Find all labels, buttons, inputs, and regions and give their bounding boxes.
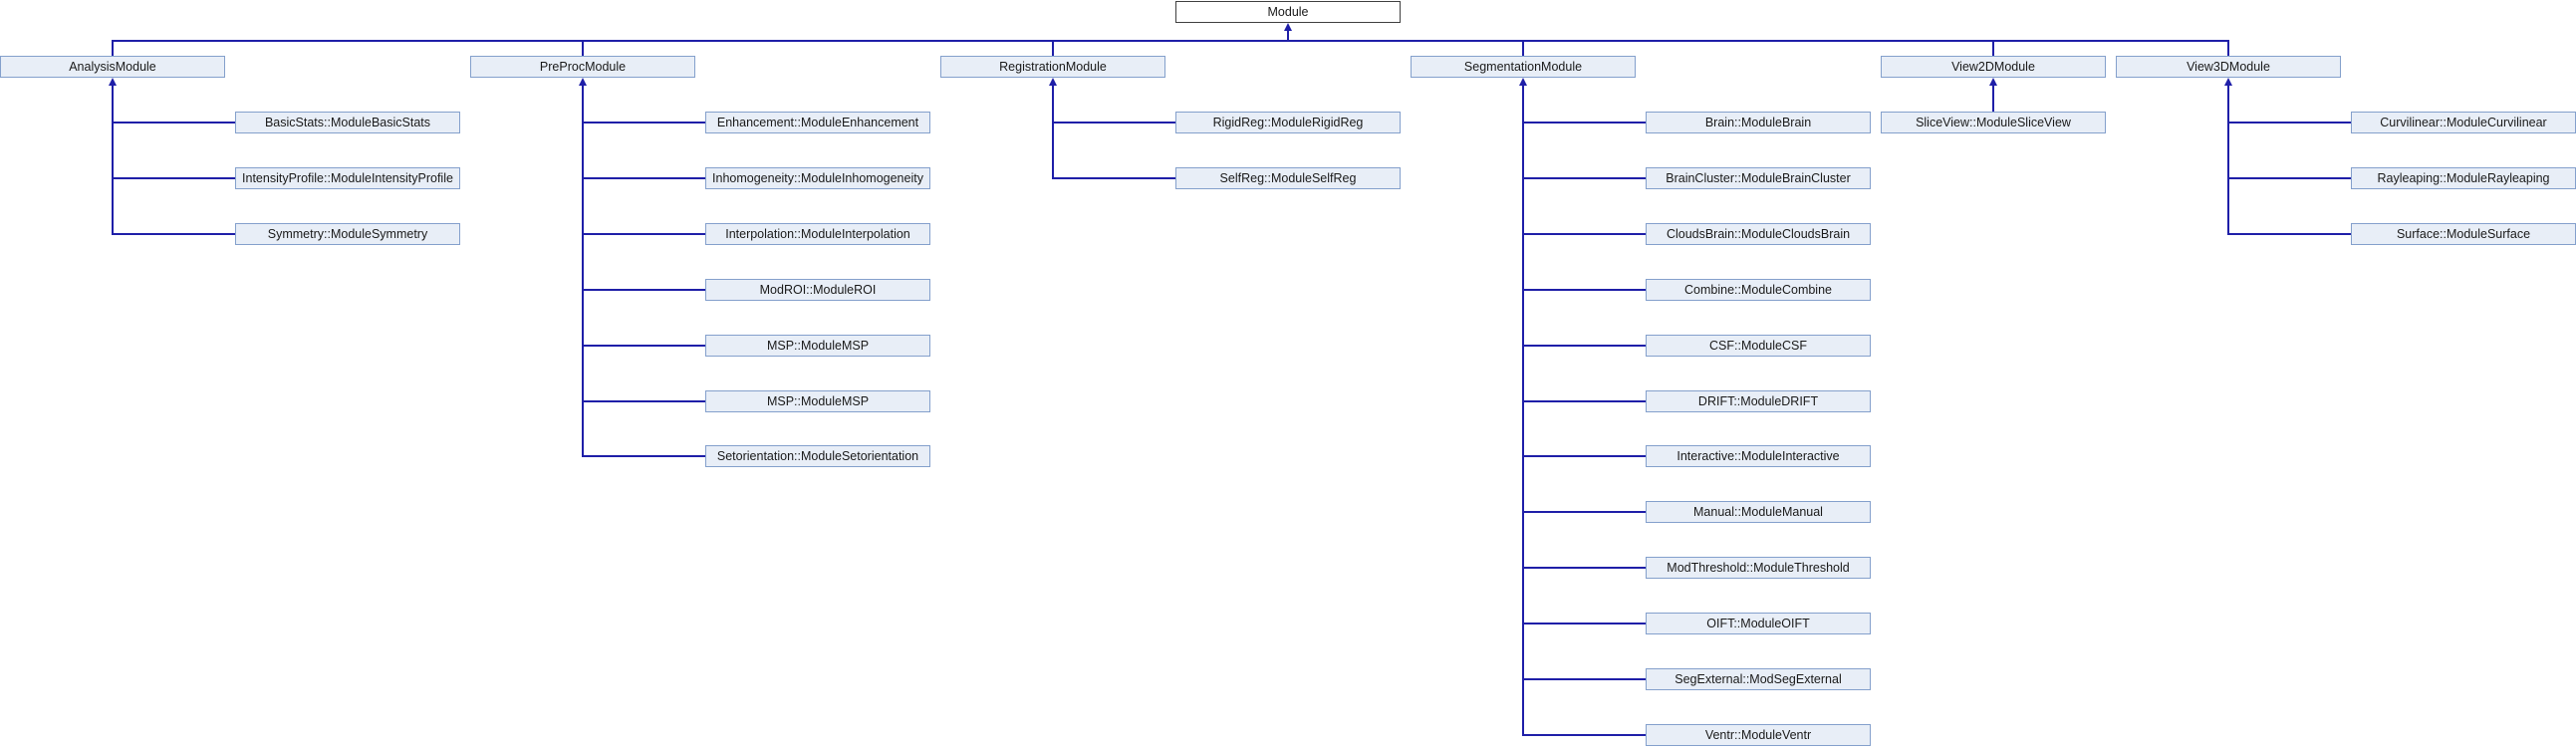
inheritance-edge [1052,122,1175,124]
node-interactive-module[interactable]: Interactive::ModuleInteractive [1646,445,1871,467]
inheritance-edge [2227,122,2351,124]
node-oift-module[interactable]: OIFT::ModuleOIFT [1646,613,1871,634]
node-segexternal-module[interactable]: SegExternal::ModSegExternal [1646,668,1871,690]
node-combine-module[interactable]: Combine::ModuleCombine [1646,279,1871,301]
node-brain-module[interactable]: Brain::ModuleBrain [1646,112,1871,133]
node-view2d-module[interactable]: View2DModule [1881,56,2106,78]
node-setorientation-module[interactable]: Setorientation::ModuleSetorientation [705,445,930,467]
inheritance-edge [582,233,705,235]
inheritance-edge [112,122,235,124]
inheritance-edge [1522,511,1646,513]
inheritance-edge [112,40,114,56]
node-modroi-module[interactable]: ModROI::ModuleROI [705,279,930,301]
node-basicstats-module[interactable]: BasicStats::ModuleBasicStats [235,112,460,133]
inheritance-arrowhead [1284,23,1292,31]
node-surface-module[interactable]: Surface::ModuleSurface [2351,223,2576,245]
node-segmentation-module[interactable]: SegmentationModule [1411,56,1636,78]
inheritance-edge [112,40,2228,42]
node-analysis-module[interactable]: AnalysisModule [0,56,225,78]
inheritance-edge [2227,233,2351,235]
inheritance-edge [2227,40,2229,56]
inheritance-edge [2227,177,2351,179]
inheritance-edge [2227,86,2229,235]
inheritance-arrowhead [2224,78,2232,86]
node-braincluster-module[interactable]: BrainCluster::ModuleBrainCluster [1646,167,1871,189]
node-curvilinear-module[interactable]: Curvilinear::ModuleCurvilinear [2351,112,2576,133]
inheritance-edge [1522,86,1524,736]
inheritance-arrowhead [1519,78,1527,86]
node-rayleaping-module[interactable]: Rayleaping::ModuleRayleaping [2351,167,2576,189]
inheritance-edge [582,455,705,457]
inheritance-edge [112,86,114,235]
inheritance-arrowhead [109,78,117,86]
node-intensityprofile-module[interactable]: IntensityProfile::ModuleIntensityProfile [235,167,460,189]
inheritance-edge [582,400,705,402]
node-cloudsbrain-module[interactable]: CloudsBrain::ModuleCloudsBrain [1646,223,1871,245]
inheritance-edge [1522,345,1646,347]
inheritance-edge [1992,86,1994,112]
inheritance-edge [1522,40,1524,56]
inheritance-edge [1522,233,1646,235]
inheritance-edge [1992,40,1994,56]
inheritance-edge [1052,86,1054,179]
inheritance-edge [582,345,705,347]
inheritance-edge [1522,623,1646,624]
inheritance-edge [1522,455,1646,457]
inheritance-edge [582,40,584,56]
node-enhancement-module[interactable]: Enhancement::ModuleEnhancement [705,112,930,133]
inheritance-arrowhead [1049,78,1057,86]
node-symmetry-module[interactable]: Symmetry::ModuleSymmetry [235,223,460,245]
node-msp-module[interactable]: MSP::ModuleMSP [705,390,930,412]
inheritance-edge [112,233,235,235]
inheritance-edge [582,122,705,124]
node-modthreshold-module[interactable]: ModThreshold::ModuleThreshold [1646,557,1871,579]
node-ventr-module[interactable]: Ventr::ModuleVentr [1646,724,1871,746]
inheritance-edge [1522,734,1646,736]
node-inhomogeneity-module[interactable]: Inhomogeneity::ModuleInhomogeneity [705,167,930,189]
node-sliceview-module[interactable]: SliceView::ModuleSliceView [1881,112,2106,133]
node-view3d-module[interactable]: View3DModule [2116,56,2341,78]
inheritance-edge [1052,40,1054,56]
inheritance-edge [582,289,705,291]
inheritance-edge [582,86,584,457]
inheritance-edge [1287,31,1289,40]
node-msp-module[interactable]: MSP::ModuleMSP [705,335,930,357]
node-rigidreg-module[interactable]: RigidReg::ModuleRigidReg [1175,112,1401,133]
node-selfreg-module[interactable]: SelfReg::ModuleSelfReg [1175,167,1401,189]
inheritance-edge [1522,289,1646,291]
inheritance-arrowhead [1989,78,1997,86]
inheritance-edge [1522,122,1646,124]
node-csf-module[interactable]: CSF::ModuleCSF [1646,335,1871,357]
node-manual-module[interactable]: Manual::ModuleManual [1646,501,1871,523]
inheritance-edge [1522,567,1646,569]
inheritance-edge [582,177,705,179]
node-preproc-module[interactable]: PreProcModule [470,56,695,78]
node-drift-module[interactable]: DRIFT::ModuleDRIFT [1646,390,1871,412]
inheritance-arrowhead [579,78,587,86]
inheritance-edge [1522,678,1646,680]
node-registration-module[interactable]: RegistrationModule [940,56,1165,78]
inheritance-edge [112,177,235,179]
inheritance-edge [1522,400,1646,402]
inheritance-edge [1522,177,1646,179]
inheritance-edge [1052,177,1175,179]
node-module-root[interactable]: Module [1175,1,1401,23]
node-interpolation-module[interactable]: Interpolation::ModuleInterpolation [705,223,930,245]
